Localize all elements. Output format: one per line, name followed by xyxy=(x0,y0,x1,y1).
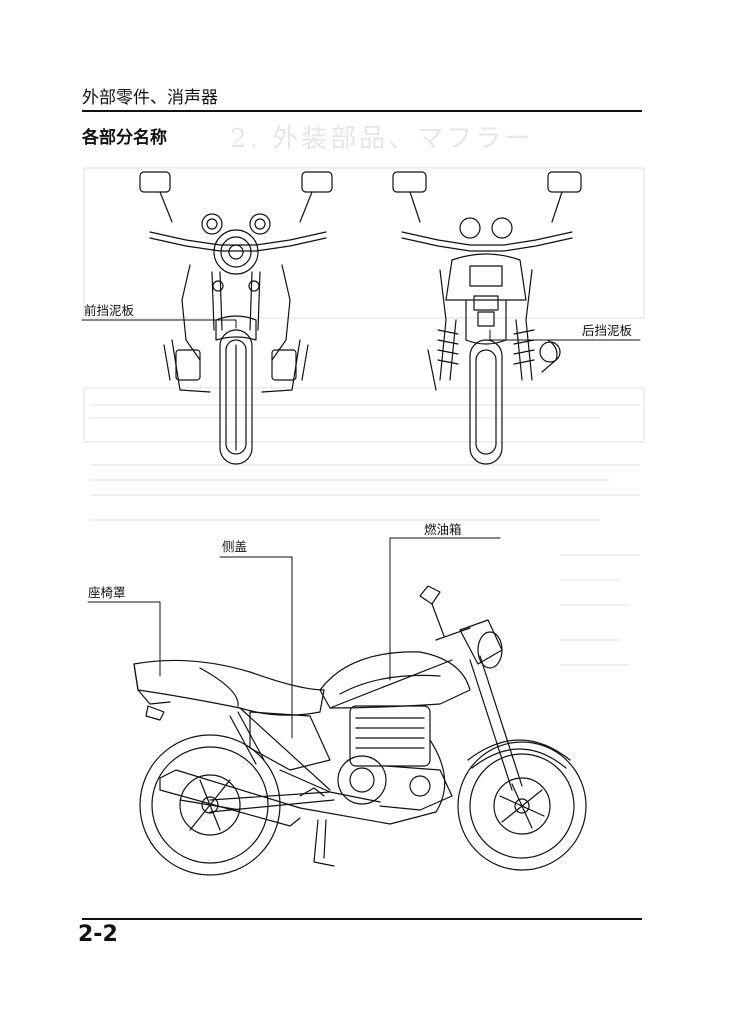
label-seat-cowl: 座椅罩 xyxy=(88,585,126,600)
page-title: 各部分名称 xyxy=(82,128,167,148)
rear-view-motorcycle xyxy=(392,171,582,465)
label-fuel-tank: 燃油箱 xyxy=(424,522,462,537)
label-front-fender: 前挡泥板 xyxy=(84,303,135,318)
ghost-title: 2. 外装部品、マフラー xyxy=(230,124,534,154)
bleed-through-lines xyxy=(83,167,645,666)
header-rule xyxy=(82,110,642,112)
page-number: 2-2 xyxy=(78,922,118,947)
side-view-motorcycle xyxy=(133,585,587,876)
label-rear-fender: 后挡泥板 xyxy=(582,323,633,338)
label-side-cover: 侧盖 xyxy=(222,539,248,554)
footer-rule xyxy=(82,918,642,920)
section-header: 外部零件、消声器 xyxy=(82,88,218,108)
callout-leaders xyxy=(81,319,641,739)
